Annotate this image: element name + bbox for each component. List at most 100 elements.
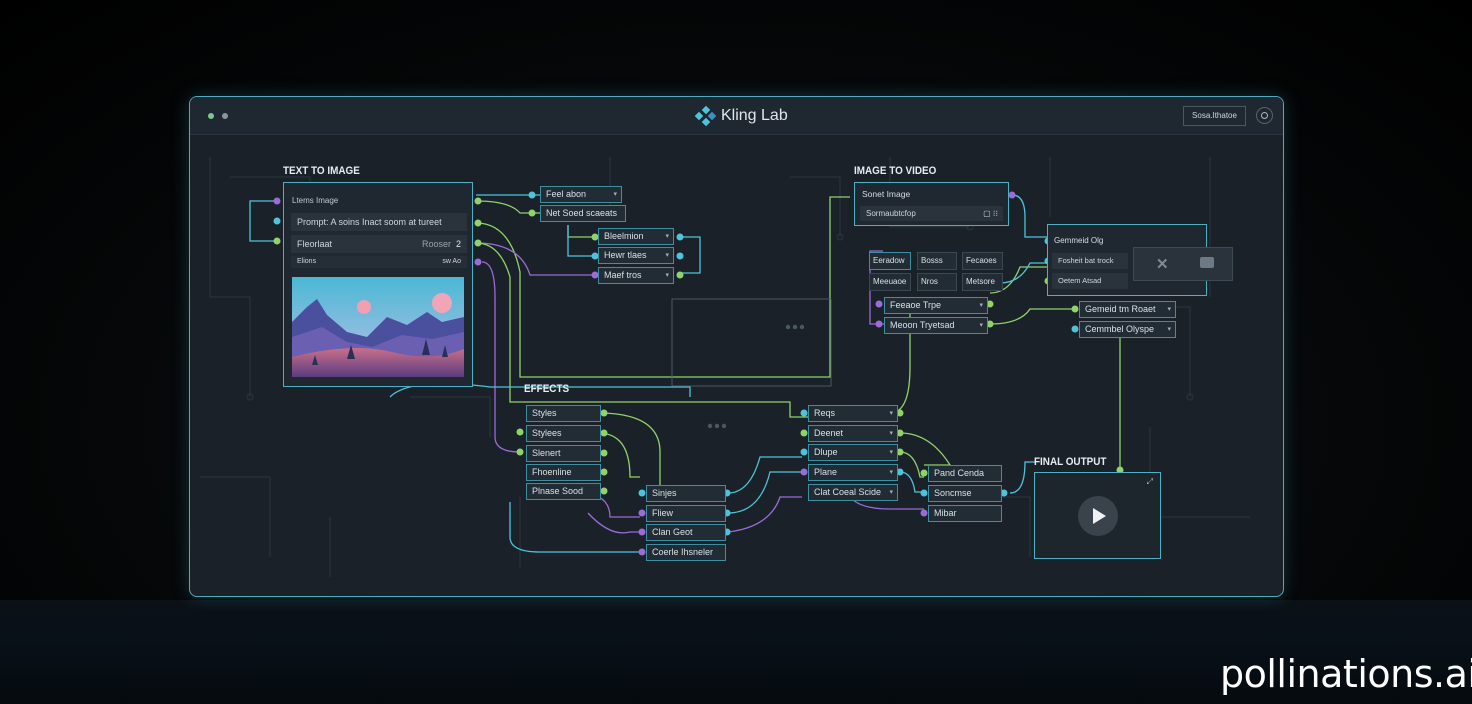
extra-row[interactable]: Elions sw Ao (291, 256, 467, 268)
grid-node[interactable]: Bosss (917, 252, 957, 270)
chevron-down-icon[interactable]: ▾ (665, 233, 669, 240)
chevron-down-icon[interactable]: ▾ (979, 302, 983, 309)
node-net-soed[interactable]: Net Soed scaeats (540, 205, 626, 222)
node-hewr-tlaes[interactable]: Hewr tlaes ▾ (598, 247, 674, 264)
clip-row[interactable]: Fosheit bat trock (1052, 253, 1128, 269)
effect-node[interactable]: Sinjes (646, 485, 726, 502)
chevron-down-icon[interactable]: ▾ (889, 449, 893, 456)
chevron-down-icon[interactable]: ▾ (979, 322, 983, 329)
node-label: Eeradow (873, 256, 905, 265)
circuit-background (200, 157, 1250, 577)
window-dot-green[interactable] (208, 113, 214, 119)
setting-value: 2 (455, 239, 461, 249)
effect-node[interactable]: Fliew (646, 505, 726, 522)
grid-node[interactable]: Eeradow (869, 252, 911, 270)
chevron-down-icon[interactable]: ▾ (613, 191, 617, 198)
node-label: Slenert (532, 448, 561, 458)
source-image-label: Sonet Image (862, 189, 911, 199)
node-bleelmion[interactable]: Bleelmion ▾ (598, 228, 674, 245)
watermark-text: pollinations.ai (1220, 652, 1472, 696)
chevron-down-icon[interactable]: ▾ (889, 410, 893, 417)
effect-node[interactable]: Stylees (526, 425, 601, 442)
dropdown-node[interactable]: Meoon Tryetsad▾ (884, 317, 988, 334)
effect-node[interactable]: Plnase Sood (526, 483, 601, 500)
text-to-image-node[interactable]: Ltems Image Prompt: A soins Inact soom a… (283, 182, 473, 387)
node-label: Mibar (934, 508, 957, 518)
chevron-down-icon[interactable]: ▾ (1167, 326, 1171, 333)
node-label: Styles (532, 408, 557, 418)
effect-node[interactable]: Mibar (928, 505, 1002, 522)
node-label: Clan Geot (652, 527, 693, 537)
node-label: Net Soed scaeats (546, 208, 618, 218)
node-maef-tros[interactable]: Maef tros ▾ (598, 267, 674, 284)
settings-circle-icon[interactable] (1256, 107, 1273, 124)
effect-node[interactable]: Clan Geot (646, 524, 726, 541)
grid-node[interactable]: Meeuaoe (869, 273, 911, 291)
node-label: Metsore (966, 277, 995, 286)
dropdown-node[interactable]: Feeaoe Trpe ▾ (884, 297, 988, 314)
node-label: Feeaoe Trpe (890, 300, 942, 310)
header-button[interactable]: Sosa.Ithatoe (1183, 106, 1246, 126)
generated-clip-node[interactable]: Gemmeid Olg Fosheit bat trock Oetem Atsa… (1047, 224, 1207, 296)
effect-node[interactable]: Plane▾ (808, 464, 898, 481)
node-label: Hewr tlaes (604, 250, 647, 260)
reflective-floor (0, 600, 1472, 704)
effect-node[interactable]: Fhoenline (526, 464, 601, 481)
final-output-player[interactable]: ⤢ (1034, 472, 1161, 559)
source-sub-label: Sormaubtcfop (866, 209, 916, 218)
node-label: Bosss (921, 256, 943, 265)
chevron-down-icon[interactable]: ▾ (889, 489, 893, 496)
window-dot-gray[interactable] (222, 113, 228, 119)
clip-row[interactable]: Oetem Atsad (1052, 273, 1128, 289)
chevron-down-icon[interactable]: ▾ (665, 252, 669, 259)
chevron-down-icon[interactable]: ▾ (889, 430, 893, 437)
setting-key: Rooser (421, 239, 451, 249)
node-label: Soncmse (934, 488, 972, 498)
node-label: Stylees (532, 428, 562, 438)
chevron-down-icon[interactable]: ▾ (665, 272, 669, 279)
effect-node[interactable]: Pand Cenda (928, 465, 1002, 482)
play-button[interactable] (1078, 496, 1118, 536)
effect-node[interactable]: Dlupe ▾ (808, 444, 898, 461)
extra-label: Elions (297, 258, 317, 265)
effect-node[interactable]: Coerle Ihsneler (646, 544, 726, 561)
node-label: Clat Coeal Scide (814, 487, 882, 497)
node-label: Maef tros (604, 270, 642, 280)
play-icon (1093, 508, 1106, 524)
setting-row[interactable]: Fleorlaat Rooser 2 (291, 235, 467, 253)
clip-title: Gemmeid Olg (1054, 236, 1104, 245)
node-label: Sinjes (652, 488, 677, 498)
setting-label: Fleorlaat (297, 239, 333, 249)
dropdown-node[interactable]: Cemmbel Olyspe▾ (1079, 321, 1176, 338)
effect-node[interactable]: Slenert (526, 445, 601, 462)
extra-value: sw Ao (442, 258, 461, 265)
copy-expand-icons[interactable]: ▢ ⁝⁝ (983, 209, 998, 218)
image-to-video-label: IMAGE TO VIDEO (854, 165, 937, 177)
effect-node[interactable]: Soncmse (928, 485, 1002, 502)
grid-node[interactable]: Fecaoes (962, 252, 1003, 270)
source-sub-row[interactable]: Sormaubtcfop ▢ ⁝⁝ (860, 206, 1003, 221)
chevron-down-icon[interactable]: ▾ (1167, 306, 1171, 313)
node-label: Bleelmion (604, 231, 644, 241)
grid-node[interactable]: Metsore (962, 273, 1003, 291)
trim-icon[interactable]: ✕ (1156, 256, 1169, 273)
final-output-label: FINAL OUTPUT (1034, 456, 1107, 468)
expand-icon[interactable]: ⤢ (1146, 477, 1153, 486)
effect-node[interactable]: Styles (526, 405, 601, 422)
effect-node[interactable]: Clat Coeal Scide ▾ (808, 484, 898, 501)
dropdown-node[interactable]: Gemeid tm Roaet ▾ (1079, 301, 1176, 318)
chevron-down-icon[interactable]: ▾ (889, 469, 893, 476)
generated-landscape-image (292, 277, 464, 377)
node-feel-abon[interactable]: Feel abon▾ (540, 186, 622, 203)
effect-node[interactable]: Reqs ▾ (808, 405, 898, 422)
node-label: Coerle Ihsneler (652, 547, 714, 557)
effect-node[interactable]: Deenet▾ (808, 425, 898, 442)
node-label: Reqs (814, 408, 836, 418)
node-label: Nros (921, 277, 938, 286)
image-to-video-node[interactable]: Sonet Image Sormaubtcfop ▢ ⁝⁝ (854, 182, 1009, 226)
prompt-field[interactable]: Prompt: A soins Inact soom at tureet (291, 213, 467, 231)
node-label: Dlupe (814, 447, 838, 457)
folder-icon[interactable] (1200, 257, 1214, 268)
grid-node[interactable]: Nros (917, 273, 957, 291)
node-label: Gemeid tm Roaet (1085, 304, 1156, 314)
